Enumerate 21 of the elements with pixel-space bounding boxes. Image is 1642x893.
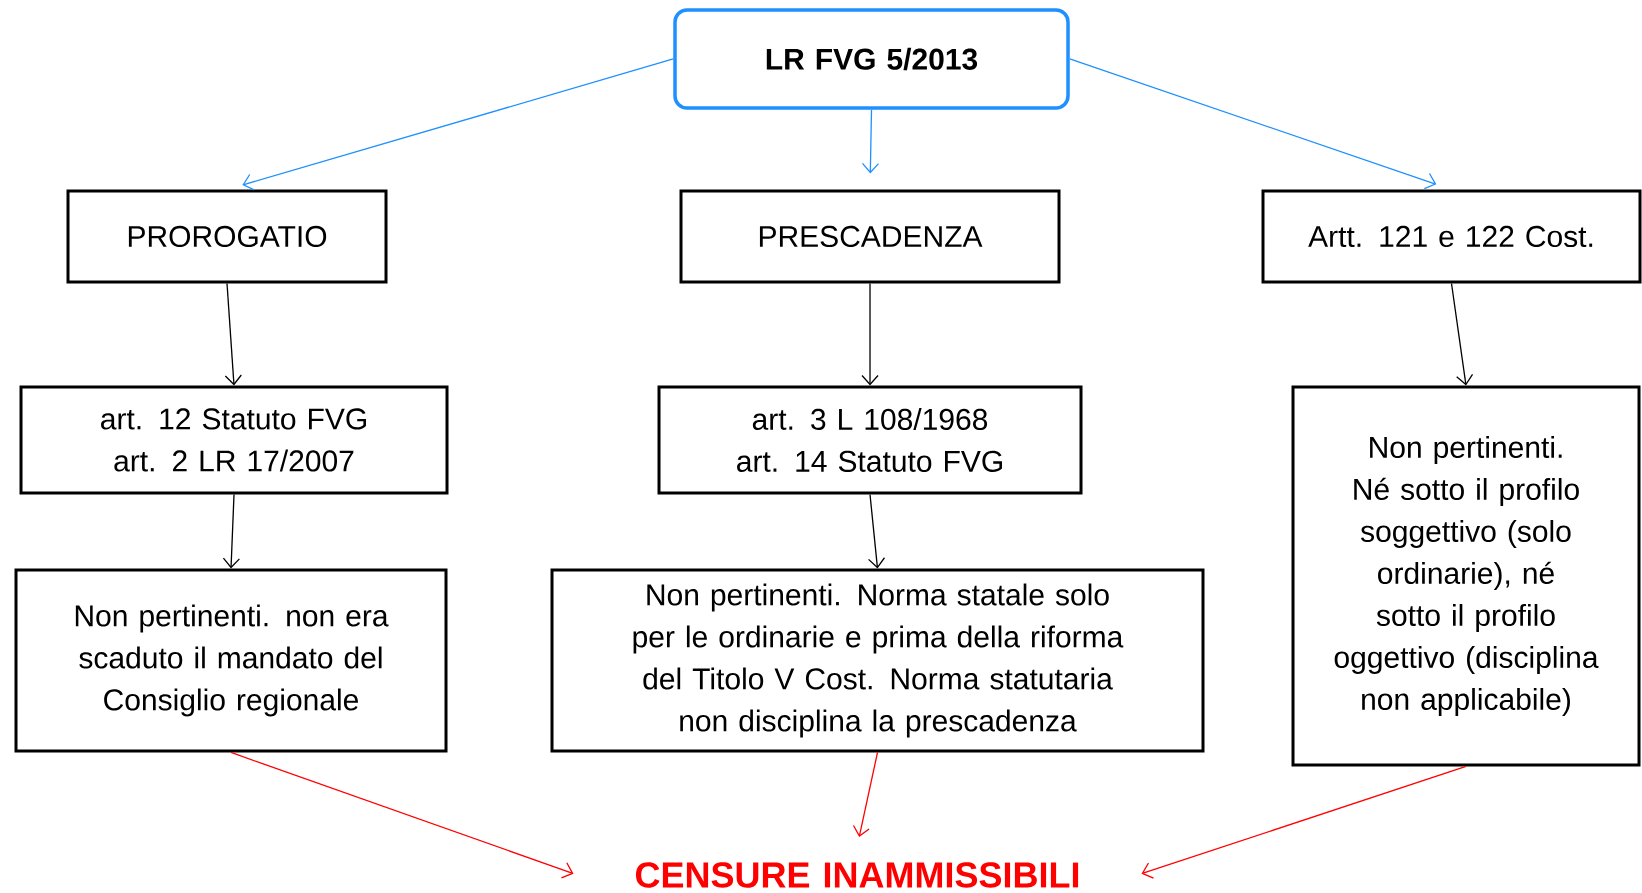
conclusion-box: Non pertinenti. Né sotto il profilo soggettivo (solo ordinarie), né sotto il profilo oggettivo (disciplina non applicabile) [1291,385,1641,767]
reference-box: art. 12 Statuto FVG art. 2 LR 17/2007 [19,385,449,495]
title-box: LR FVG 5/2013 [673,8,1070,110]
arrow [861,109,880,174]
topic-box: Artt. 121 e 122 Cost. [1261,189,1642,284]
arrow [852,751,879,837]
topic-box: PRESCADENZA [679,189,1061,284]
arrow [242,58,674,191]
reference-box: art. 3 L 108/1968 art. 14 Statuto FVG [657,385,1083,495]
arrow [867,493,886,569]
arrow [861,282,879,386]
arrow [222,493,241,569]
conclusion-box: Non pertinenti. non era scaduto il mandato del Consiglio regionale [14,568,448,753]
arrow [1141,765,1467,879]
result-text: CENSURE INAMMISSIBILI [635,862,1079,888]
arrow [1069,58,1437,190]
conclusion-box: Non pertinenti. Norma statale solo per le ordinarie e prima della riforma del Titolo V Cost. Norma statutaria non disciplina la prescadenza [550,568,1205,753]
topic-box: PROROGATIO [66,189,388,284]
arrow [1450,282,1474,386]
arrow [224,282,242,386]
arrow [230,751,574,879]
